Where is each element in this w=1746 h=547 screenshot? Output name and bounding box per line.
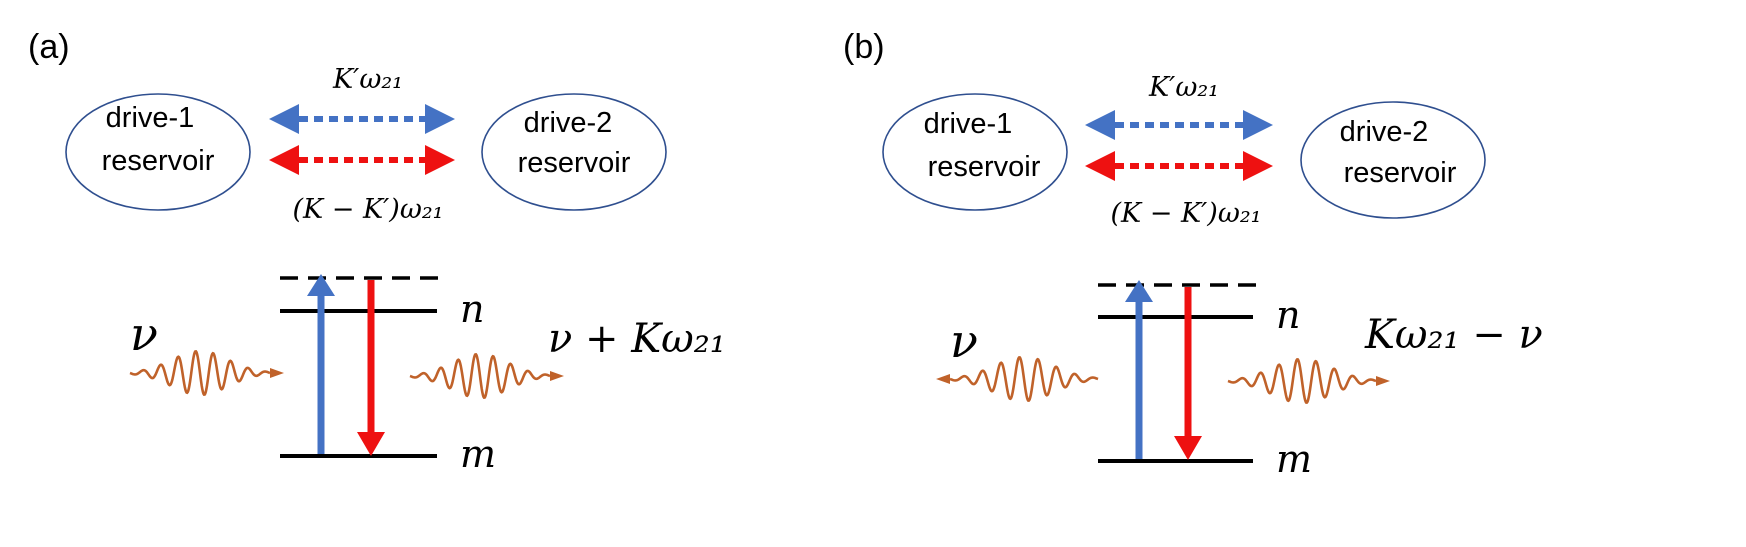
wave-arrowhead bbox=[936, 374, 950, 384]
lower-coupling-label: (K − K′)ω₂₁ bbox=[1111, 198, 1262, 229]
level-lower-label: m bbox=[460, 432, 496, 476]
wave-oscillation bbox=[409, 352, 551, 400]
level-lower-label: m bbox=[1276, 437, 1312, 481]
output-frequency-label: Kω₂₁ − ν bbox=[1364, 312, 1543, 358]
panel-b: (b) drive-1 reservoir drive-2 reservoir … bbox=[843, 28, 1543, 481]
reservoir-line1: drive-1 bbox=[924, 108, 1013, 140]
wave-oscillation bbox=[129, 349, 271, 397]
input-frequency-label: ν bbox=[950, 314, 978, 368]
upper-coupling-label: K′ω₂₁ bbox=[1148, 72, 1219, 103]
input-photon-wave bbox=[936, 355, 1099, 403]
drive-1-reservoir bbox=[65, 93, 251, 211]
emission-arrow-head bbox=[1174, 436, 1202, 460]
input-frequency-label: ν bbox=[130, 307, 158, 361]
output-photon-wave bbox=[1227, 357, 1390, 405]
wave-oscillation bbox=[949, 355, 1099, 403]
reservoir-line2: reservoir bbox=[518, 147, 631, 179]
drive-1-reservoir bbox=[882, 93, 1068, 211]
wave-arrowhead bbox=[1376, 376, 1390, 386]
panel-a: (a) drive-1 reservoir drive-2 reservoir … bbox=[28, 28, 726, 476]
level-upper-label: n bbox=[460, 287, 484, 331]
input-photon-wave bbox=[129, 349, 284, 397]
emission-arrow-head bbox=[357, 432, 385, 456]
wave-arrowhead bbox=[550, 371, 564, 381]
level-upper-label: n bbox=[1276, 293, 1300, 337]
output-photon-wave bbox=[409, 352, 564, 400]
output-frequency-label: ν + Kω₂₁ bbox=[548, 316, 726, 362]
absorption-arrow-head bbox=[307, 274, 335, 296]
reservoir-line1: drive-2 bbox=[524, 107, 613, 139]
wave-arrowhead bbox=[270, 368, 284, 378]
lower-coupling-label: (K − K′)ω₂₁ bbox=[293, 194, 444, 225]
reservoir-line1: drive-2 bbox=[1340, 116, 1429, 148]
upper-coupling-label: K′ω₂₁ bbox=[332, 64, 403, 95]
drive-2-reservoir bbox=[481, 93, 667, 211]
reservoir-line2: reservoir bbox=[102, 145, 215, 177]
drive-2-reservoir bbox=[1300, 101, 1486, 219]
reservoir-line2: reservoir bbox=[1344, 157, 1457, 189]
panel-label: (b) bbox=[843, 28, 885, 66]
reservoir-line2: reservoir bbox=[928, 151, 1041, 183]
wave-oscillation bbox=[1227, 357, 1377, 405]
panel-label: (a) bbox=[28, 28, 70, 66]
absorption-arrow-head bbox=[1125, 280, 1153, 302]
reservoir-line1: drive-1 bbox=[106, 102, 195, 134]
